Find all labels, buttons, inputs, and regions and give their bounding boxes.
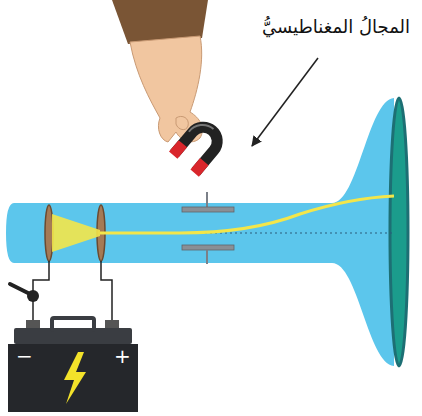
lightning-bolt bbox=[64, 352, 86, 404]
battery-body bbox=[8, 344, 138, 412]
plate-stem bbox=[206, 250, 208, 264]
beam-cone bbox=[52, 214, 100, 252]
deflection-plate bbox=[182, 245, 234, 250]
switch-lever bbox=[10, 284, 30, 294]
plate-stem bbox=[206, 192, 208, 208]
battery-handle bbox=[52, 318, 94, 330]
screen bbox=[390, 98, 408, 366]
leader-arrow bbox=[252, 58, 318, 146]
terminal-sign: + bbox=[114, 344, 131, 368]
cathode bbox=[45, 205, 53, 261]
electron-beam bbox=[100, 196, 394, 233]
fingers bbox=[176, 116, 188, 129]
switch-pivot bbox=[27, 290, 39, 302]
wire bbox=[101, 261, 112, 322]
terminal-sign: − bbox=[16, 344, 33, 368]
wire bbox=[33, 261, 49, 292]
deflection-plate bbox=[182, 207, 234, 212]
field-label: المجالُ المغناطيسيُّ bbox=[262, 16, 410, 37]
wire bbox=[32, 300, 34, 322]
